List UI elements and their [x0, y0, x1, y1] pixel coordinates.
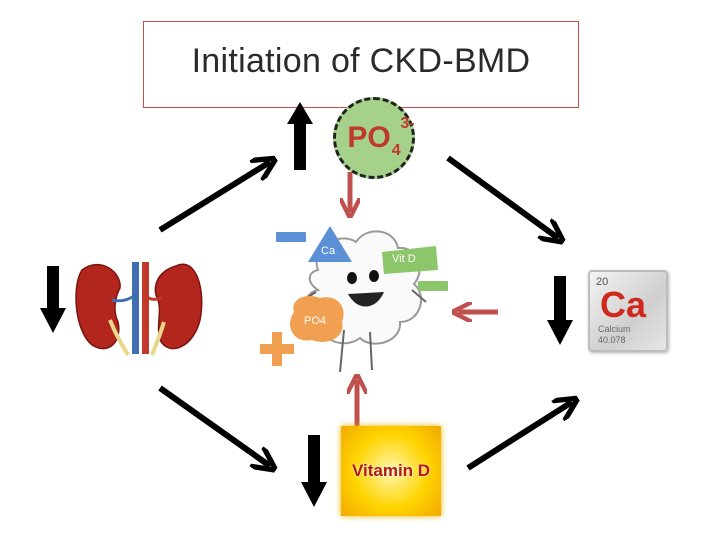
phosphate-subscript: 4	[391, 142, 401, 159]
arrow-kidney-to-po4	[158, 162, 270, 233]
calcium-decrease-arrow	[547, 276, 573, 345]
arrow-kidney-to-vitd	[158, 385, 270, 466]
phosphate-superscript: 3-	[400, 115, 415, 132]
calcium-triangle	[308, 226, 352, 262]
phosphate-label: PO4 3-	[347, 115, 414, 159]
arrow-calcium-to-vitd	[466, 402, 572, 471]
kidney-function-decrease-arrow	[40, 266, 66, 333]
phosphate-base: PO	[347, 121, 391, 154]
vitamin-d-label: Vitamin D	[351, 461, 431, 480]
vitamin-d-decrease-arrow	[301, 435, 327, 507]
phosphate-increase-arrow	[287, 102, 313, 170]
calcium-atomic-number: 20	[596, 276, 609, 288]
kidneys-icon	[75, 262, 203, 357]
calcium-name: Calcium	[598, 324, 631, 334]
vitamin-d-sun-icon: Vitamin D	[341, 426, 441, 516]
po4-label: PO4	[304, 315, 327, 327]
calcium-element-tile: 20 Ca Calcium 40.078	[588, 270, 668, 352]
title-box: Initiation of CKD-BMD	[143, 21, 579, 108]
vit-d-label: Vit D	[392, 253, 416, 265]
arrow-po4-to-calcium	[446, 155, 558, 238]
phosphate-blob	[290, 295, 344, 342]
calcium-label: Ca	[321, 245, 336, 257]
minus-icon	[276, 232, 306, 242]
vitamin-d-tag	[382, 246, 438, 274]
phosphate-circle: PO4 3-	[333, 97, 415, 179]
calcium-symbol: Ca	[600, 284, 647, 325]
calcium-mass: 40.078	[598, 335, 626, 345]
plus-icon	[260, 332, 294, 366]
diagram-title: Initiation of CKD-BMD	[191, 42, 531, 80]
minus-icon-green	[418, 281, 448, 291]
